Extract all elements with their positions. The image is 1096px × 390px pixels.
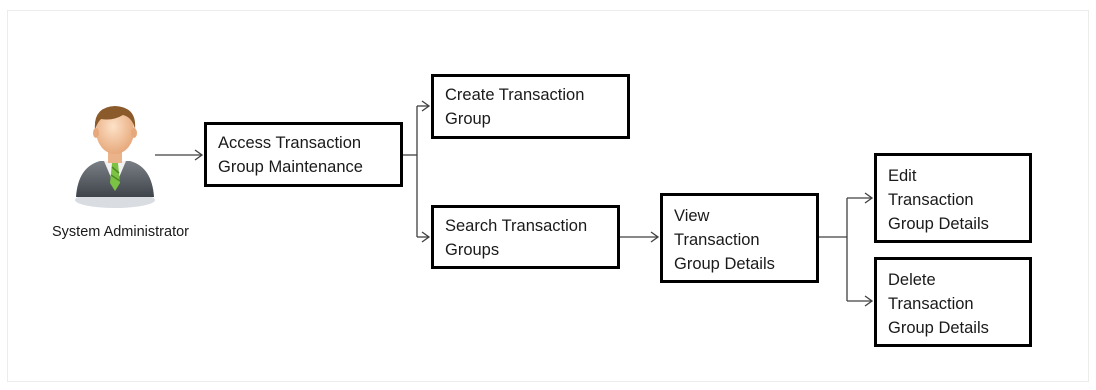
box-delete-transaction-group-details: Delete Transaction Group Details [874, 257, 1032, 347]
box-text-line: Access Transaction [218, 134, 362, 152]
box-text-line: Group Details [888, 215, 989, 233]
box-create-transaction-group: Create Transaction Group [431, 74, 630, 139]
box-text-line: View [674, 207, 710, 225]
box-text-line: Group Details [674, 255, 775, 273]
box-text-line: Transaction [674, 231, 760, 249]
box-text-line: Group Maintenance [218, 158, 363, 176]
box-view-transaction-group-details: View Transaction Group Details [660, 193, 819, 283]
box-search-transaction-groups: Search Transaction Groups [431, 205, 620, 269]
box-text-line: Edit [888, 167, 917, 185]
box-text-line: Group [445, 110, 491, 128]
box-access-transaction-group-maintenance: Access Transaction Group Maintenance [204, 122, 403, 187]
box-text-line: Delete [888, 271, 936, 289]
arrowhead-view [650, 231, 660, 243]
actor-label: System Administrator [52, 224, 189, 240]
box-text-line: Search Transaction [445, 217, 588, 235]
arrowhead-delete [864, 295, 874, 307]
box-text-line: Transaction [888, 295, 974, 313]
user-avatar-icon [75, 106, 155, 208]
arrowhead-edit [864, 192, 874, 204]
box-edit-transaction-group-details: Edit Transaction Group Details [874, 153, 1032, 243]
diagram-frame [7, 10, 1089, 382]
box-text-line: Group Details [888, 319, 989, 337]
box-text-line: Groups [445, 241, 500, 259]
box-text-line: Transaction [888, 191, 974, 209]
arrowhead-access [194, 149, 204, 161]
box-text-line: Create Transaction [445, 86, 585, 104]
arrowhead-create [421, 100, 431, 112]
arrowhead-search [421, 231, 431, 243]
